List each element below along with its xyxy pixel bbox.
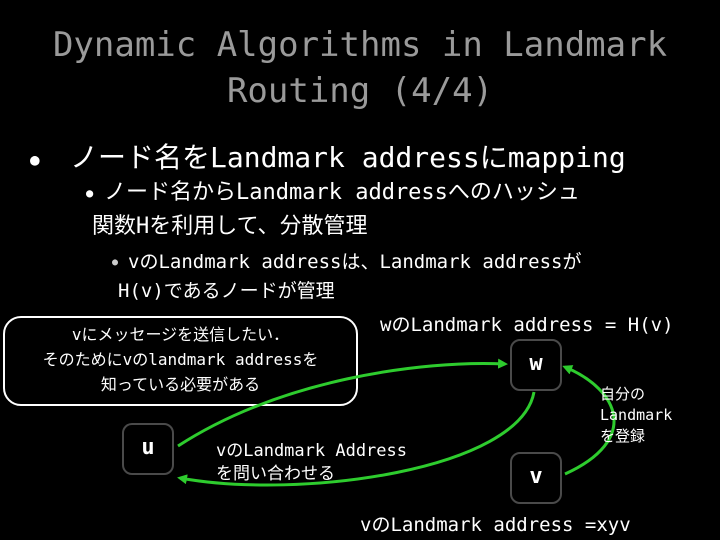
- node-v: v: [510, 452, 562, 504]
- bullet-level-2-line-1: ノード名からLandmark addressへのハッシュ: [104, 180, 580, 205]
- register-line-2: Landmark: [600, 406, 673, 424]
- arrow-w-to-u: [177, 391, 536, 487]
- slide-title: Dynamic Algorithms in Landmark Routing (…: [0, 22, 720, 114]
- query-label: vのLandmark Address を問い合わせる: [216, 440, 407, 486]
- bullet-dot-icon: ●: [112, 256, 119, 268]
- register-line-3: を登録: [600, 427, 646, 445]
- callout-line-3: 知っている必要がある: [100, 375, 261, 394]
- bullet-dot-icon: ●: [30, 149, 40, 169]
- bullet-level-3-line-2: H(v)であるノードが管理: [118, 279, 335, 302]
- query-line-1: vのLandmark Address: [216, 441, 407, 461]
- w-address-label: wのLandmark address = H(v): [380, 314, 674, 336]
- node-w: w: [510, 339, 562, 391]
- bullet-level-2: ● ノード名からLandmark addressへのハッシュ 関数Hを利用して、分…: [86, 176, 686, 244]
- bullet-dot-icon: ●: [86, 186, 94, 200]
- callout-text: vにメッセージを送信したい． そのためにvのlandmark addressを …: [3, 322, 358, 397]
- bullet-level-2-line-2: 関数Hを利用して、分散管理: [92, 214, 368, 239]
- arrow-u-to-w: [177, 358, 508, 448]
- title-line-2: Routing (4/4): [226, 71, 494, 111]
- v-address-label: vのLandmark address =xyv: [360, 514, 631, 536]
- arrow-v-to-w: [562, 365, 616, 476]
- bullet-level-1-text: ノード名をLandmark addressにmapping: [70, 141, 626, 174]
- bullet-level-1: ● ノード名をLandmark addressにmapping: [30, 136, 626, 176]
- title-line-1: Dynamic Algorithms in Landmark: [52, 25, 668, 65]
- node-u: u: [122, 423, 174, 475]
- callout-line-2: そのためにvのlandmark addressを: [42, 350, 319, 369]
- query-line-2: を問い合わせる: [216, 464, 335, 484]
- bullet-level-3: ● vのLandmark addressは、Landmark addressが H…: [112, 248, 712, 305]
- bullet-level-3-line-1: vのLandmark addressは、Landmark addressが: [128, 251, 582, 273]
- register-label: 自分の Landmark を登録: [600, 384, 672, 447]
- callout-line-1: vにメッセージを送信したい．: [71, 325, 290, 344]
- register-line-1: 自分の: [600, 385, 646, 403]
